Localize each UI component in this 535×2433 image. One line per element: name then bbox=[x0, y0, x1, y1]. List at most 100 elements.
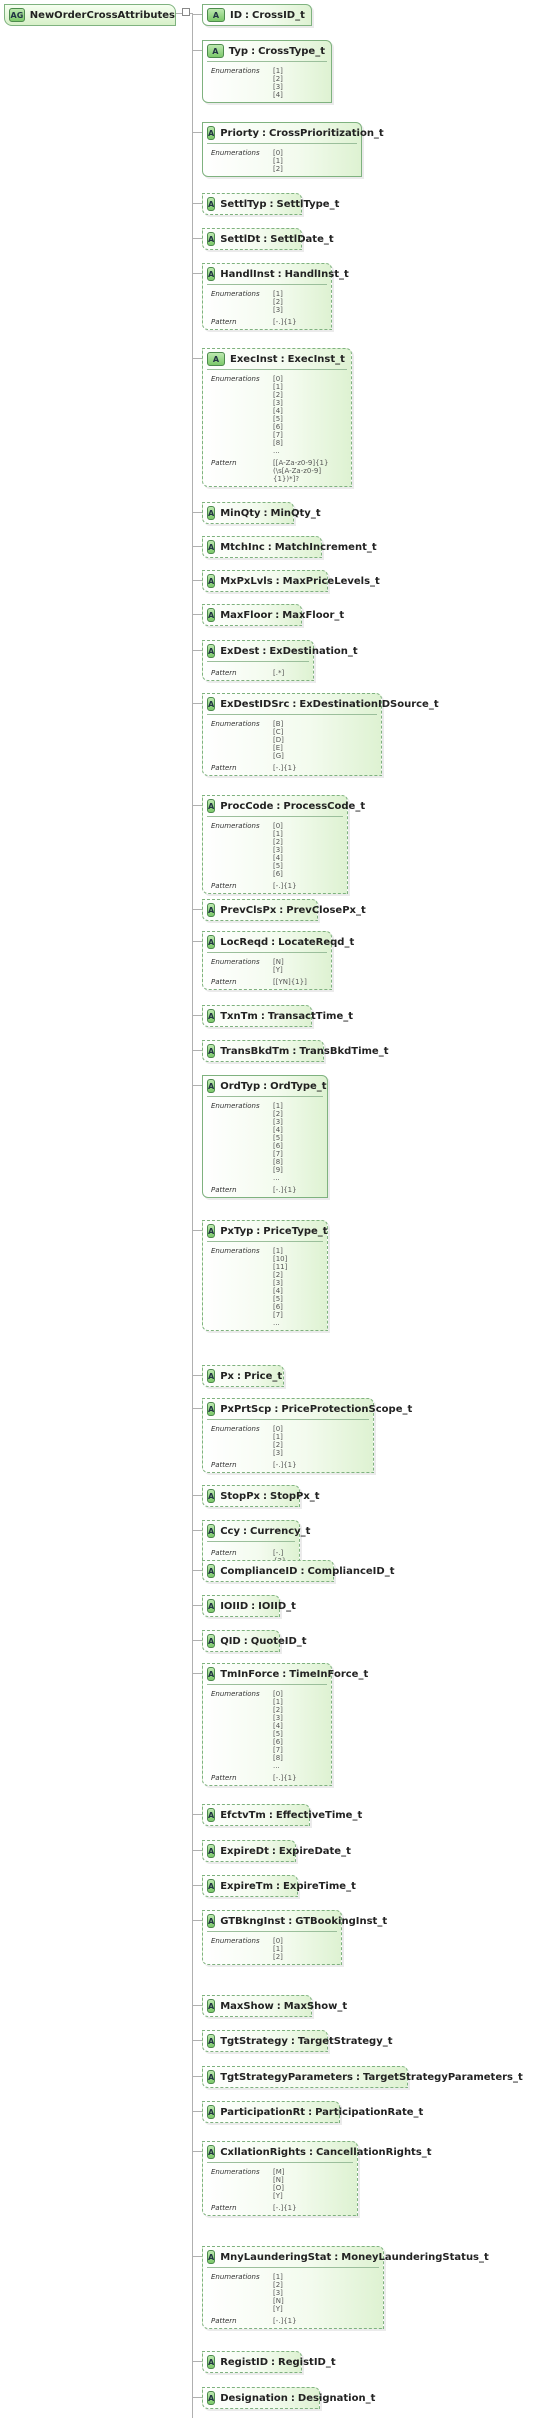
enumeration-value: [6] bbox=[273, 423, 283, 431]
enumeration-value: [2] bbox=[273, 1953, 283, 1961]
enumerations-row: Enumerations[N][Y] bbox=[211, 958, 323, 974]
attribute-type: CrossPrioritization_t bbox=[269, 127, 384, 139]
enumeration-value: [Y] bbox=[273, 966, 283, 974]
attribute-connector bbox=[192, 50, 202, 51]
attribute-separator: : bbox=[292, 698, 297, 710]
pattern-value: [[YN]{1}] bbox=[273, 978, 307, 986]
enumeration-values: [N][Y] bbox=[273, 958, 284, 974]
attribute-icon: A bbox=[207, 1009, 216, 1023]
attribute-icon: A bbox=[207, 126, 216, 140]
attribute-type: Price_t bbox=[243, 1370, 283, 1382]
attribute-icon: A bbox=[207, 1999, 216, 2013]
enumeration-value: [0] bbox=[273, 1690, 283, 1698]
attribute-name: OrdTyp bbox=[220, 1080, 261, 1092]
attribute-connector bbox=[192, 546, 202, 547]
enumeration-value: [E] bbox=[273, 744, 283, 752]
attribute-connector bbox=[192, 358, 202, 359]
enumeration-value: [2] bbox=[273, 1110, 283, 1118]
attribute-name: TgtStrategyParameters bbox=[220, 2071, 354, 2083]
enumerations-row: Enumerations[1][2][3] bbox=[211, 290, 323, 314]
attribute-connector bbox=[192, 2040, 202, 2041]
attribute-type: ExpireTime_t bbox=[283, 1880, 356, 1892]
attribute-name: IOIID bbox=[220, 1600, 249, 1612]
pattern-value: [-.]{1} bbox=[273, 1461, 297, 1469]
enumeration-value: [2] bbox=[273, 838, 283, 846]
pattern-row: Pattern[-.]{1} bbox=[211, 318, 323, 326]
enumeration-value: [4] bbox=[273, 1722, 283, 1730]
enumeration-value: [3] bbox=[273, 2289, 283, 2297]
attribute-type: MoneyLaunderingStatus_t bbox=[341, 2251, 489, 2263]
attribute-type: ExpireDate_t bbox=[278, 1845, 351, 1857]
attribute-type: TargetStrategyParameters_t bbox=[363, 2071, 523, 2083]
attribute-connector bbox=[192, 1885, 202, 1886]
attribute-separator: : bbox=[275, 609, 280, 621]
pattern-label: Pattern bbox=[211, 1461, 237, 1469]
enumerations-label: Enumerations bbox=[211, 1690, 260, 1698]
attribute-connector bbox=[192, 1814, 202, 1815]
enumeration-more: ... bbox=[273, 1319, 280, 1327]
enumeration-value: [4] bbox=[273, 91, 283, 99]
attribute-separator: : bbox=[262, 645, 267, 657]
attribute-separator: : bbox=[282, 1668, 287, 1680]
enumeration-value: [3] bbox=[273, 846, 283, 854]
attribute-icon: A bbox=[207, 1079, 216, 1093]
attribute-group-root[interactable]: AG NewOrderCrossAttributes bbox=[4, 4, 176, 26]
enumeration-value: [G] bbox=[273, 752, 284, 760]
attribute-icon: A bbox=[207, 2250, 216, 2264]
pattern-row: Pattern[-.]{1} bbox=[211, 882, 339, 890]
attribute-connector bbox=[192, 1408, 202, 1409]
